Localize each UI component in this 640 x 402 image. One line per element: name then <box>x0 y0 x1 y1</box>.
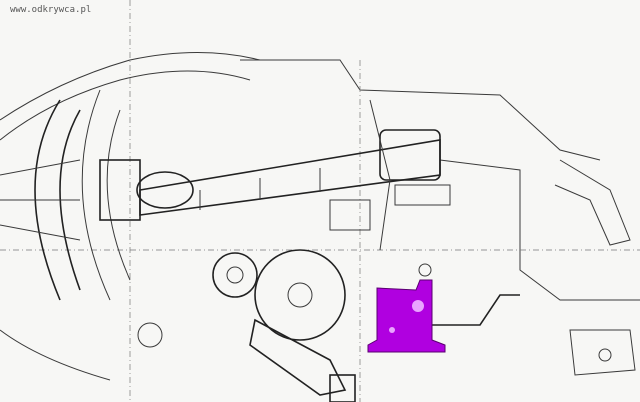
highlighted-bracket <box>367 279 446 353</box>
mantlet <box>0 89 131 301</box>
watermark: www.odkrywca.pl <box>10 5 92 15</box>
linkage <box>329 99 520 326</box>
gearbox <box>137 249 356 402</box>
detail-view <box>554 159 636 376</box>
telescope-tube <box>99 129 441 221</box>
